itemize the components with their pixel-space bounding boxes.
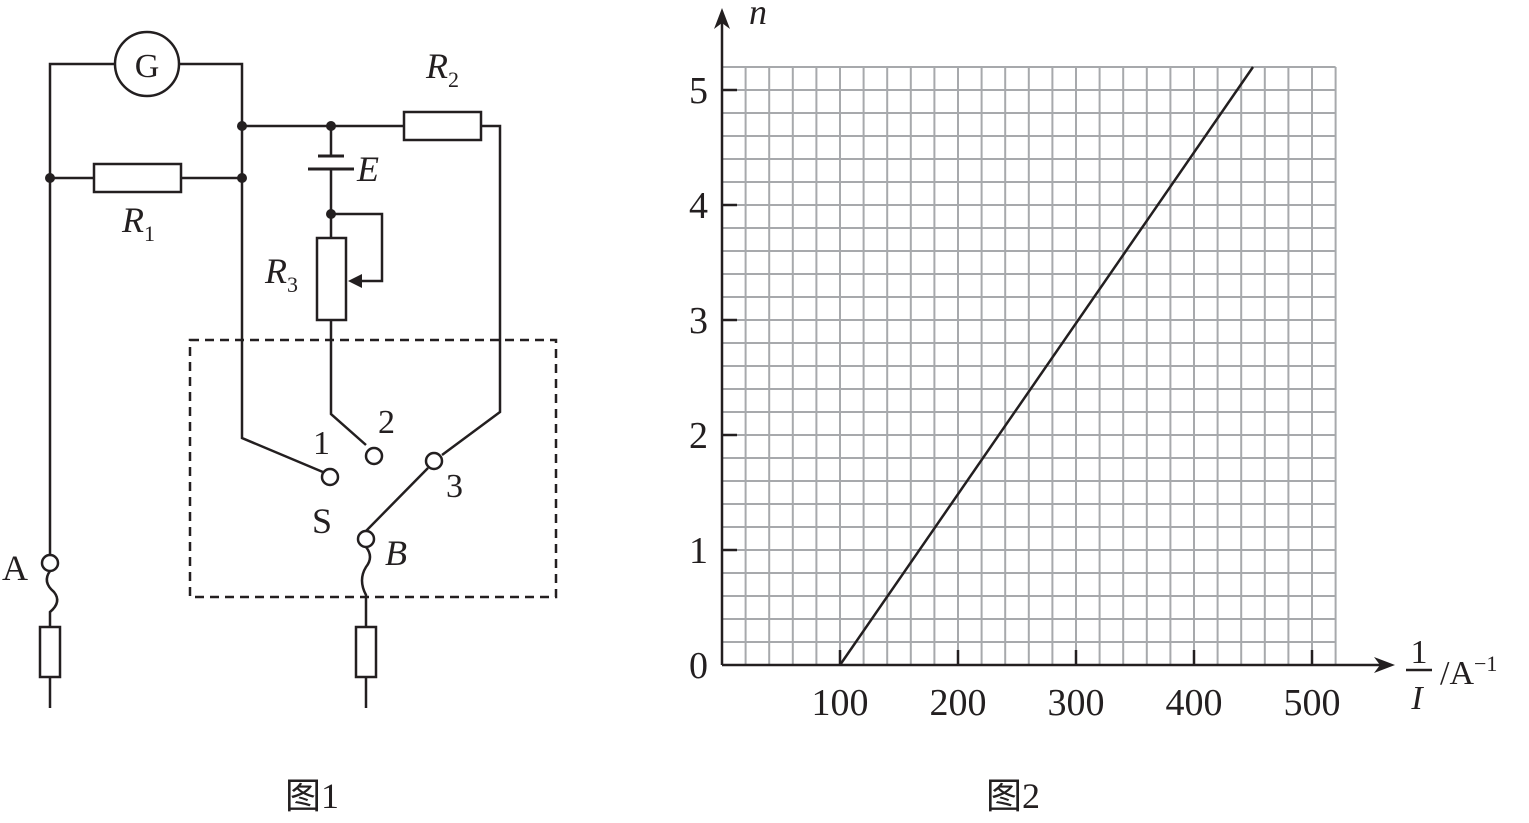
y-tick-label: 1 [689,530,708,572]
circuit-diagram: G R1 R2 R3 E S A B 1 2 3 图1 [2,30,558,816]
resistor-r1 [92,162,183,194]
switch-blade [365,467,429,532]
graph-n-vs-inverse-current: 100 200 300 400 500 0 1 2 3 4 5 n 1 I /A−1 图2 [689,0,1497,816]
x-tick-label: 100 [812,682,869,724]
selector-switch-box [188,338,558,599]
x-tick-label: 500 [1284,682,1341,724]
rheostat-slider-wire [331,212,384,283]
y-axis-label: n [749,0,767,32]
junction-dot [237,173,247,183]
junction-dot [45,173,55,183]
r1-label: R1 [121,200,155,246]
x-tick-label: 400 [1166,682,1223,724]
switch-label: S [312,501,332,541]
x-axis-label-denominator: I [1410,680,1424,717]
r2-label: R2 [425,46,459,92]
probe-a [38,625,62,679]
y-tick-label: 3 [689,300,708,342]
grid [722,66,1337,665]
rheostat-slider-arrow-icon [348,274,362,288]
figure-2-caption: 图2 [986,776,1040,816]
wire-r2-to-contact-3 [441,124,502,457]
series-line [838,66,1255,666]
x-axis-label-unit: /A−1 [1440,651,1497,692]
ticks: 100 200 300 400 500 0 1 2 3 4 5 [689,70,1341,724]
wire-r3-to-contact-2 [329,320,367,446]
r3-label: R3 [264,251,298,297]
battery-label: E [356,149,379,189]
x-tick-label: 300 [1048,682,1105,724]
wire-right-of-galvanometer [180,62,331,477]
terminal-a [40,553,60,573]
y-tick-label: 4 [689,185,708,227]
terminal-b-label: B [385,533,407,573]
y-tick-label: 0 [689,645,708,687]
probe-lead-b [360,546,372,627]
x-axis-label-numerator: 1 [1411,634,1428,671]
junction-dot [237,121,247,131]
contact-1-label: 1 [313,425,330,462]
galvanometer-label: G [135,48,160,85]
y-tick-label: 2 [689,415,708,457]
probe-lead-a [45,570,59,627]
galvanometer-symbol [113,30,181,98]
wire-left-top [48,62,115,555]
switch-contact-2 [364,446,384,466]
figure-1-caption: 图1 [285,776,339,816]
contact-2-label: 2 [378,404,395,441]
terminal-b [356,529,376,549]
y-axis-arrow-icon [714,8,730,29]
rheostat-r3 [315,236,348,322]
x-tick-label: 200 [930,682,987,724]
contact-3-label: 3 [446,468,463,505]
x-axis-arrow-icon [1374,657,1395,673]
resistor-r2 [402,110,483,142]
junction-dot [326,121,336,131]
y-tick-label: 5 [689,70,708,112]
switch-contact-3 [424,451,444,471]
switch-contact-1 [320,467,340,487]
junction-dot [326,209,336,219]
terminal-a-label: A [2,548,28,588]
probe-b [354,625,378,679]
